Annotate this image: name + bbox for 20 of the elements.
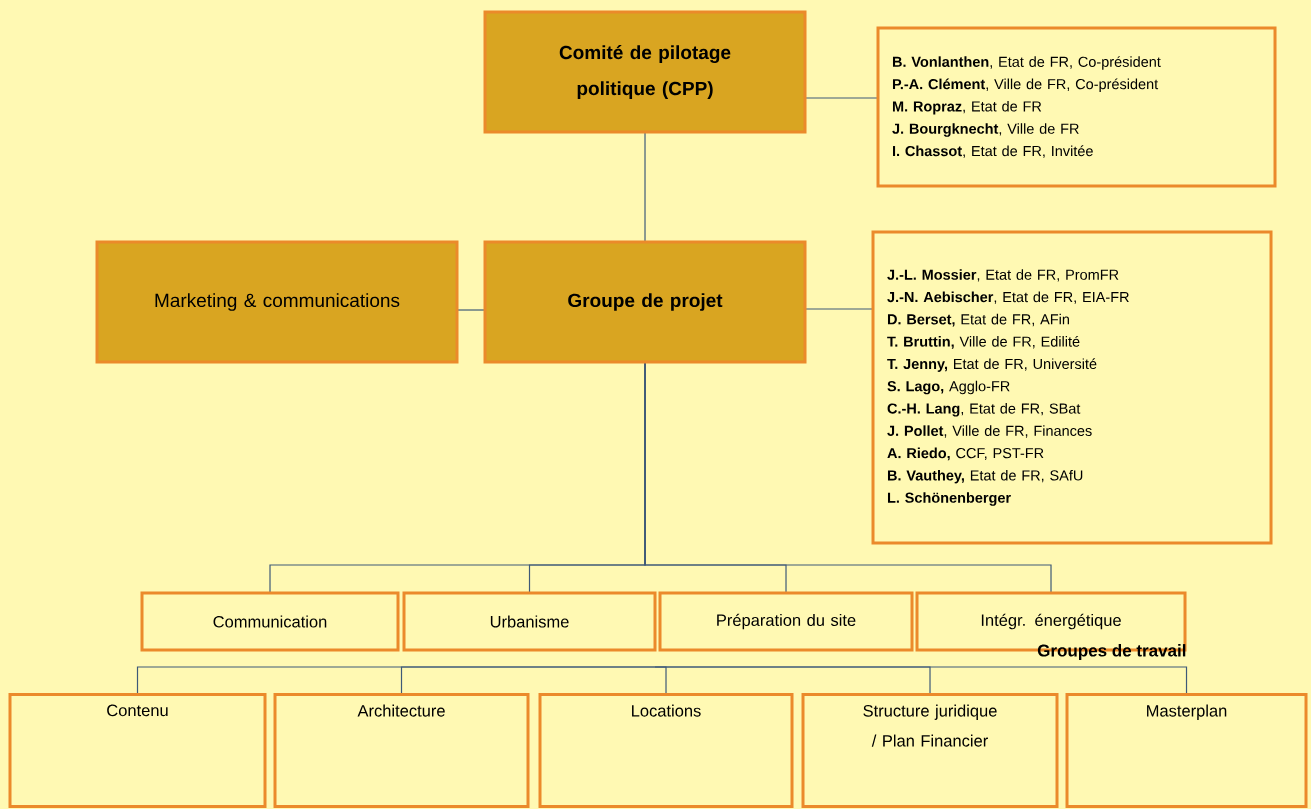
org-box: Marketing & communications [95,240,459,364]
connector-line [804,97,879,99]
connector-line [654,666,1188,694]
org-box: Groupe de projet [483,240,807,364]
working-group-box: Communication [140,591,400,652]
working-group-box: Masterplan [1065,693,1308,808]
connector-line [804,308,874,310]
working-group-box: Urbanisme [402,591,657,652]
org-box: Comité de pilotage politique (CPP) [483,10,807,134]
member-list-box: B. Vonlanthen, Etat de FR, Co-président P.-A. Clément, Ville de FR, Co-président M. Ropraz, Etat de FR J. Bourgknecht, Ville de FR I. Chassot, Etat de FR, Invitée [876,26,1277,188]
connector-line [456,309,486,311]
working-group-box: Architecture [273,693,530,808]
working-group-box: Contenu [8,693,267,808]
connector-line [400,666,656,694]
working-group-box: Structure juridique / Plan Financier [801,693,1059,808]
connector-line [644,131,646,243]
member-list-box: J.-L. Mossier, Etat de FR, PromFR J.-N. Aebischer, Etat de FR, EIA-FR D. Berset, Etat de FR, AFin T. Bruttin, Ville de FR, Edilité T. Jenny, Etat de FR, Université S. Lago, Agglo-FR C.-H. Lang, Etat de FR, SBat J. Pollet, Ville de FR, Finances A. Riedo, CCF, PST-FR B. Vauthey, Etat de FR, SAfU L. Schönenberger [871,230,1273,545]
connector-line [644,361,1052,594]
working-group-box: Préparation du site [658,591,914,652]
working-group-box: Locations [538,693,794,808]
